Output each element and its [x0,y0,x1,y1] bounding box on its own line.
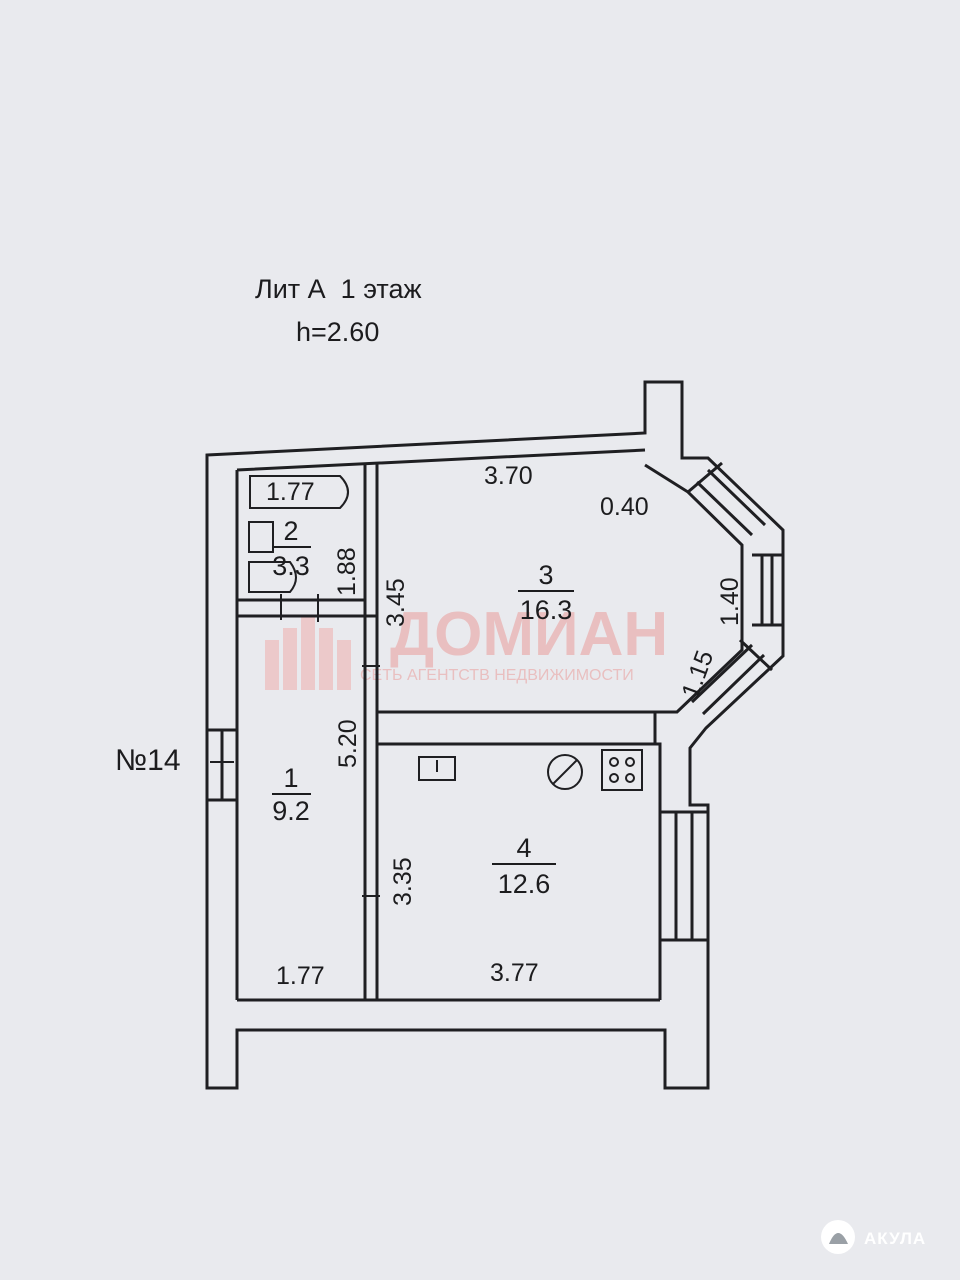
gas-meter-icon [547,754,583,790]
watermark-logo-icon [265,615,351,690]
room-1: 1 9.2 [272,763,311,826]
bathtub-icon [249,475,349,509]
room-number: 4 [516,833,531,863]
stove-burner [625,773,635,783]
room-area: 9.2 [272,796,310,826]
room-number: 1 [283,763,298,793]
watermark-tagline: СЕТЬ АГЕНТСТВ НЕДВИЖИМОСТИ [360,667,634,684]
window-right [660,810,708,942]
stove-icon [601,749,643,791]
dim-room3-depth: 3.45 [382,578,410,627]
watermark: ДОМИАН СЕТЬ АГЕНТСТВ НЕДВИЖИМОСТИ [265,600,668,690]
dim-bath-width: 1.77 [266,478,315,506]
bay-window-top [687,461,767,537]
stove-burner [609,773,619,783]
door-marks [210,594,380,897]
kitchen-sink-icon [418,756,456,781]
room-number: 2 [283,516,298,546]
bay-window-side [752,553,783,627]
inner-outline [235,448,744,1002]
dim-kitchen-depth: 3.35 [389,857,417,906]
room-3: 3 16.3 [518,560,574,625]
partition-bath [237,463,379,1000]
room-area: 12.6 [498,869,551,899]
dim-hall-width: 1.77 [276,962,325,990]
apartment-number: №14 [115,744,181,777]
dim-hall-length: 5.20 [334,719,362,768]
floor-label: Лит А 1 этаж [255,274,422,304]
dim-kitchen-width: 3.77 [490,959,539,987]
window-left [207,728,237,802]
corner-logo: АКУЛА [821,1220,926,1254]
dim-bath-depth: 1.88 [333,547,361,596]
dim-bay-side: 1.40 [716,577,744,626]
walls [205,380,785,1090]
dim-bay-top: 0.40 [600,493,649,521]
fixtures [248,475,643,791]
room-2: 2 3.3 [272,516,311,581]
dim-room3-width: 3.70 [484,462,533,490]
shark-fin-icon [829,1233,848,1244]
sink-icon [248,521,274,553]
dim-bay-bottom: 1.15 [676,647,719,702]
room-area: 3.3 [272,551,310,581]
corner-logo-text: АКУЛА [864,1229,926,1248]
watermark-brand: ДОМИАН [390,600,668,669]
toilet-icon [248,561,297,593]
stove-burner [609,757,619,767]
height-label: h=2.60 [296,317,379,347]
room-number: 3 [538,560,553,590]
room-4: 4 12.6 [492,833,556,899]
partition-kitchen [377,710,655,746]
gas-meter-slash [552,759,578,785]
outer-wall [205,380,785,1090]
bay-window-bottom [690,638,774,716]
room-area: 16.3 [520,595,573,625]
stove-burner [625,757,635,767]
